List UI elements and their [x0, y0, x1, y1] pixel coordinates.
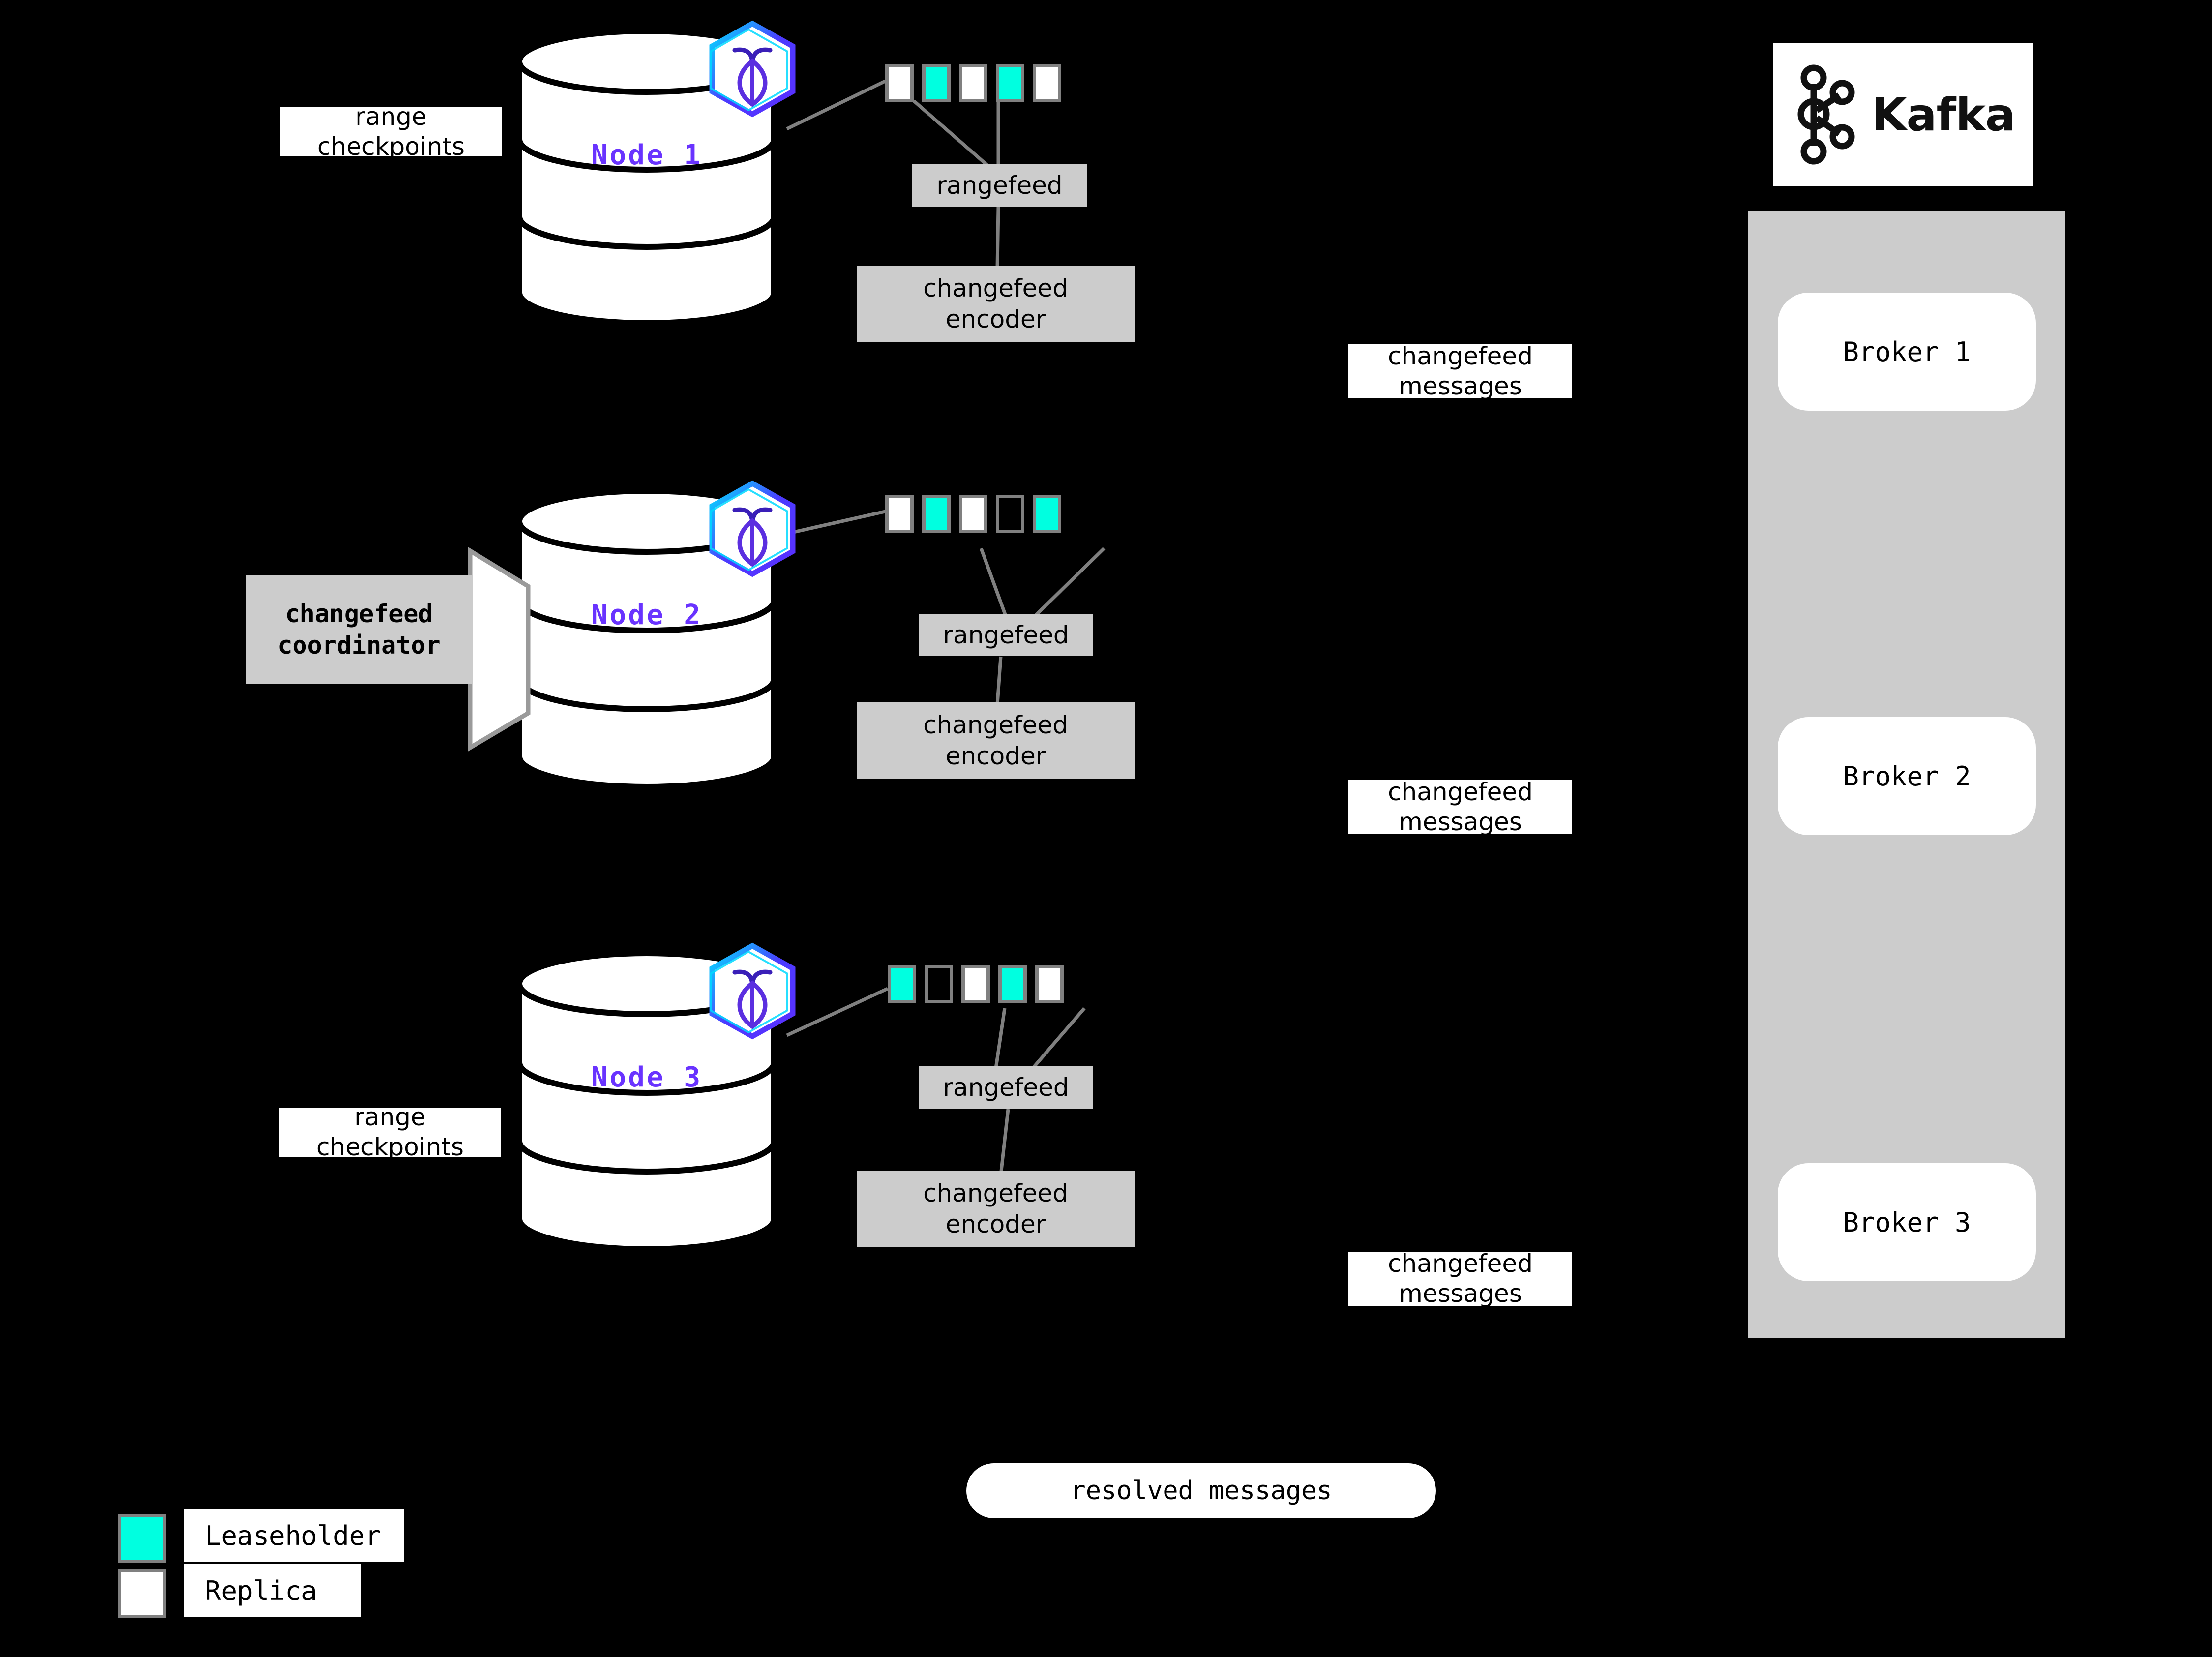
node-3-range-checkpoints-label: range checkpoints — [279, 1103, 501, 1161]
node-1-changefeed-encoder-box[interactable]: changefeed encoder — [857, 266, 1135, 342]
changefeed-messages-line2: messages — [1399, 1279, 1522, 1308]
range-box-replica[interactable] — [959, 64, 987, 102]
node-2-label: Node 2 — [591, 599, 703, 631]
range-checkpoints-line2: checkpoints — [316, 1133, 464, 1161]
changefeed-messages-line1: changefeed — [1388, 342, 1533, 370]
resolved-messages-pill[interactable]: resolved messages — [966, 1463, 1436, 1518]
legend-label-leaseholder: Leaseholder — [184, 1509, 404, 1562]
legend-label-replica: Replica — [184, 1564, 361, 1617]
kafka-wordmark: Kafka — [1872, 88, 2016, 141]
changefeed-messages-label-3: changefeed messages — [1348, 1249, 1572, 1308]
legend-swatch-leaseholder — [118, 1514, 166, 1563]
range-box-replica[interactable] — [1035, 965, 1064, 1003]
node-1-range-row — [885, 64, 1061, 102]
node-3-label: Node 3 — [591, 1061, 703, 1093]
range-box-leaseholder[interactable] — [998, 965, 1027, 1003]
node-2-cockroachdb-logo — [705, 480, 800, 578]
range-box-replica[interactable] — [885, 495, 914, 533]
changefeed-messages-line1: changefeed — [1388, 1249, 1533, 1278]
range-checkpoints-line1: range — [354, 1103, 426, 1131]
node-1-cylinder: Node 1 — [516, 27, 777, 327]
legend-swatch-replica — [118, 1569, 166, 1618]
kafka-broker-1[interactable]: Broker 1 — [1778, 293, 2036, 411]
node-3-changefeed-encoder-box[interactable]: changefeed encoder — [857, 1171, 1135, 1247]
changefeed-coordinator-wedge — [468, 546, 531, 752]
node-3-rangefeed-box[interactable]: rangefeed — [919, 1066, 1093, 1109]
node-3-cockroachdb-logo — [705, 942, 800, 1040]
changefeed-coordinator-box[interactable]: changefeed coordinator — [246, 575, 472, 684]
coordinator-line2: coordinator — [277, 631, 441, 660]
range-box-replica[interactable] — [961, 965, 990, 1003]
range-box-replica[interactable] — [885, 64, 914, 102]
node-1-rangefeed-box[interactable]: rangefeed — [912, 164, 1087, 207]
changefeed-messages-label-2: changefeed messages — [1348, 778, 1572, 836]
kafka-logo-box: Kafka — [1773, 43, 2033, 186]
encoder-label-line2: encoder — [945, 741, 1046, 770]
changefeed-messages-line1: changefeed — [1388, 778, 1533, 806]
node-2-changefeed-encoder-box[interactable]: changefeed encoder — [857, 702, 1135, 779]
range-box-leaseholder[interactable] — [922, 64, 951, 102]
range-checkpoints-line1: range — [355, 102, 427, 131]
range-box-leaseholder[interactable] — [888, 965, 916, 1003]
range-box-replica[interactable] — [959, 495, 987, 533]
node-1-cockroachdb-logo — [705, 20, 800, 118]
range-box-empty[interactable] — [996, 495, 1024, 533]
node-1-label: Node 1 — [591, 139, 703, 171]
changefeed-messages-line2: messages — [1399, 372, 1522, 400]
kafka-broker-2[interactable]: Broker 2 — [1778, 717, 2036, 835]
coordinator-line1: changefeed — [285, 600, 433, 628]
encoder-label-line1: changefeed — [923, 1179, 1068, 1207]
node-2-range-row — [885, 495, 1061, 533]
range-box-empty[interactable] — [925, 965, 953, 1003]
range-checkpoints-line2: checkpoints — [317, 132, 465, 161]
node-1-range-checkpoints-label: range checkpoints — [280, 102, 502, 161]
range-box-replica[interactable] — [1033, 64, 1061, 102]
encoder-label-line2: encoder — [945, 304, 1046, 333]
changefeed-messages-line2: messages — [1399, 808, 1522, 836]
node-2-cylinder: Node 2 — [516, 487, 777, 792]
node-3-range-row — [888, 965, 1064, 1003]
range-box-leaseholder[interactable] — [1033, 495, 1061, 533]
encoder-label-line1: changefeed — [923, 711, 1068, 739]
encoder-label-line2: encoder — [945, 1209, 1046, 1238]
node-2-rangefeed-box[interactable]: rangefeed — [919, 614, 1093, 656]
kafka-logo-icon — [1797, 64, 1855, 165]
range-box-leaseholder[interactable] — [996, 64, 1024, 102]
kafka-broker-3[interactable]: Broker 3 — [1778, 1163, 2036, 1281]
changefeed-messages-label-1: changefeed messages — [1348, 342, 1572, 400]
range-box-leaseholder[interactable] — [922, 495, 951, 533]
encoder-label-line1: changefeed — [923, 274, 1068, 302]
